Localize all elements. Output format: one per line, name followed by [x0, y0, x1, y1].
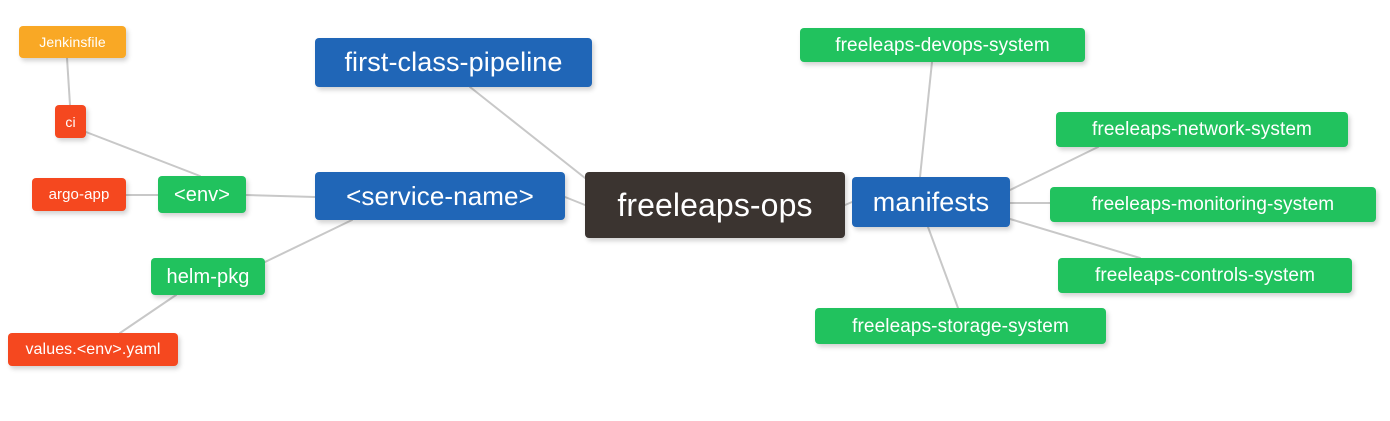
node-freeleaps-monitoring-system[interactable]: freeleaps-monitoring-system	[1050, 187, 1376, 222]
edge-manifests-to-freeleaps-devops-system	[919, 61, 933, 178]
node-label-freeleaps-monitoring-system: freeleaps-monitoring-system	[1091, 194, 1335, 215]
node-label-freeleaps-network-system: freeleaps-network-system	[1092, 119, 1312, 140]
edge-manifests-to-freeleaps-storage-system	[927, 226, 959, 309]
node-label-argo-app: argo-app	[48, 186, 110, 203]
node-values-env-yaml[interactable]: values.<env>.yaml	[8, 333, 178, 366]
node-label-service-name: <service-name>	[346, 181, 534, 211]
edge-manifests-to-freeleaps-controls-system	[1009, 218, 1141, 259]
node-freeleaps-storage-system[interactable]: freeleaps-storage-system	[815, 308, 1106, 344]
node-label-jenkinsfile: Jenkinsfile	[39, 34, 106, 50]
node-label-freeleaps-ops: freeleaps-ops	[617, 187, 813, 223]
node-argo-app[interactable]: argo-app	[32, 178, 126, 211]
node-label-helm-pkg: helm-pkg	[166, 265, 250, 288]
node-label-freeleaps-storage-system: freeleaps-storage-system	[852, 315, 1069, 337]
edge-service-name-to-helm-pkg	[264, 219, 353, 263]
node-jenkinsfile[interactable]: Jenkinsfile	[19, 26, 126, 58]
node-label-env: <env>	[173, 183, 231, 206]
node-label-freeleaps-controls-system: freeleaps-controls-system	[1094, 265, 1316, 286]
edge-manifests-to-freeleaps-network-system	[1009, 146, 1099, 191]
node-freeleaps-devops-system[interactable]: freeleaps-devops-system	[800, 28, 1085, 62]
node-freeleaps-ops[interactable]: freeleaps-ops	[585, 172, 845, 238]
edge-freeleaps-ops-to-service-name	[564, 196, 586, 206]
node-ci[interactable]: ci	[55, 105, 86, 138]
node-freeleaps-controls-system[interactable]: freeleaps-controls-system	[1058, 258, 1352, 293]
node-label-freeleaps-devops-system: freeleaps-devops-system	[835, 34, 1050, 56]
node-manifests[interactable]: manifests	[852, 177, 1010, 227]
edge-service-name-to-env	[245, 194, 316, 198]
node-label-manifests: manifests	[872, 186, 990, 217]
node-helm-pkg[interactable]: helm-pkg	[151, 258, 265, 295]
node-env[interactable]: <env>	[158, 176, 246, 213]
node-freeleaps-network-system[interactable]: freeleaps-network-system	[1056, 112, 1348, 147]
node-label-first-class-pipeline: first-class-pipeline	[344, 47, 563, 77]
edge-ci-to-jenkinsfile	[66, 57, 71, 106]
edge-helm-pkg-to-values-env-yaml	[119, 294, 177, 334]
node-service-name[interactable]: <service-name>	[315, 172, 565, 220]
edge-env-to-ci	[85, 131, 201, 177]
edge-freeleaps-ops-to-first-class-pipeline	[469, 86, 586, 179]
node-first-class-pipeline[interactable]: first-class-pipeline	[315, 38, 592, 87]
node-label-values-env-yaml: values.<env>.yaml	[25, 340, 161, 358]
edge-freeleaps-ops-to-manifests	[844, 201, 853, 206]
node-label-ci: ci	[65, 113, 76, 130]
